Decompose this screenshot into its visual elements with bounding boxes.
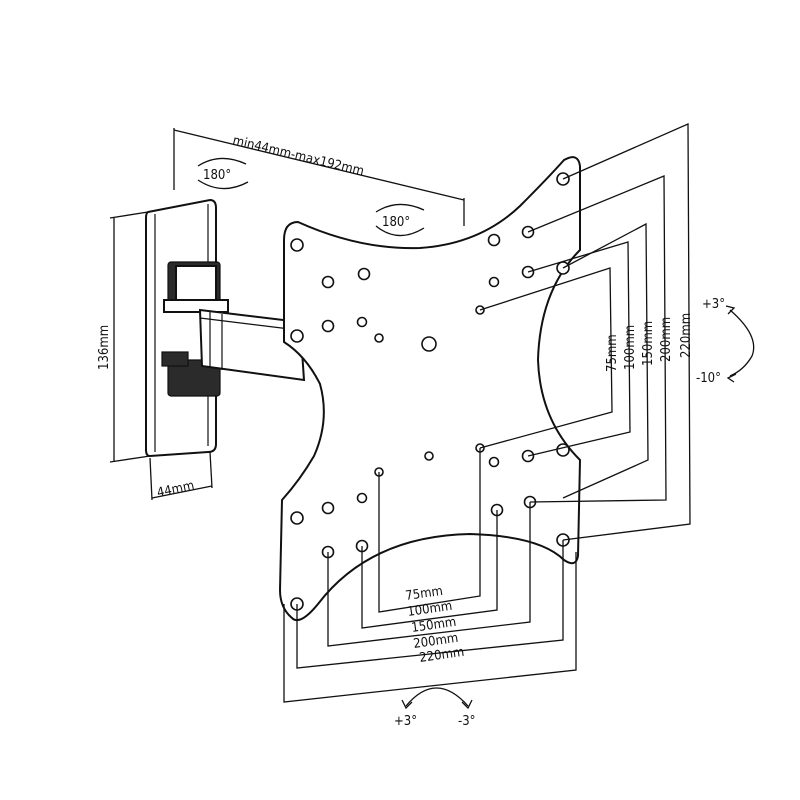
vesa-h-100: 100mm [406,599,453,620]
wall-swivel-indicator: 180° [197,157,249,190]
mount-hole [290,238,304,252]
vesa-h-220: 220mm [418,645,465,666]
mount-hole [290,329,304,343]
mount-hole [488,456,500,468]
rotation-indicator: +3° -3° [394,687,476,729]
mount-hole [321,319,335,333]
mount-hole [556,443,570,457]
wall-swivel-label: 180° [203,168,231,183]
vesa-plate [278,156,582,622]
height-label: 136mm [97,325,112,370]
tilt-minus-label: -10° [696,371,721,386]
vesa-v-150: 150mm [641,321,656,366]
height-dimension: 136mm [97,211,151,463]
mount-hole [321,501,335,515]
mount-hole [487,233,501,247]
mount-hole [290,511,304,525]
tilt-plus-label: +3° [702,297,725,312]
tilt-indicator: +3° -10° [696,297,755,386]
horizontal-vesa-dimensions: 75mm 100mm 150mm 200mm 220mm [283,448,577,703]
mount-hole [488,276,500,288]
mount-hole [321,275,335,289]
vesa-v-200: 200mm [659,317,674,362]
vesa-v-100: 100mm [623,325,638,370]
plate-swivel-indicator: 180° [375,203,425,237]
plate-swivel-label: 180° [382,215,410,230]
vesa-v-220: 220mm [679,313,694,358]
mount-hole [374,333,384,343]
vesa-h-150: 150mm [410,615,457,636]
arm-extension-label: min44mm-max192mm [231,133,365,179]
depth-dimension: 44mm [149,451,213,501]
center-hole [421,336,437,352]
vesa-v-75: 75mm [605,334,620,372]
mount-hole [356,492,368,504]
center-hole [424,451,434,461]
mount-hole [356,316,368,328]
rotate-minus-label: -3° [458,714,476,729]
vesa-h-75: 75mm [404,584,443,604]
mount-hole [357,267,371,281]
depth-label: 44mm [156,478,196,501]
rotate-plus-label: +3° [394,714,417,729]
swivel-arm [161,261,306,397]
vesa-h-200: 200mm [412,631,459,652]
vertical-vesa-dimensions: 75mm 100mm 150mm 200mm 220mm [479,123,694,541]
